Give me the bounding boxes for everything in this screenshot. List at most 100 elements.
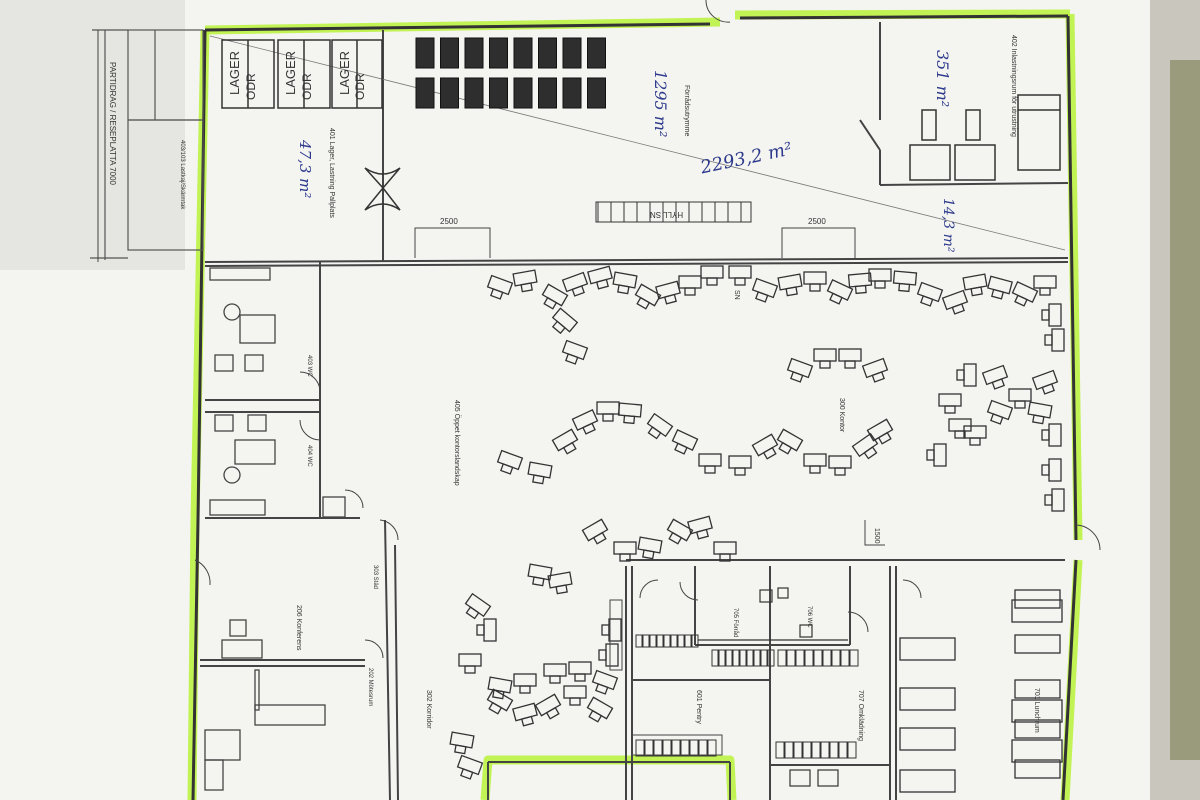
workstation — [986, 399, 1014, 425]
dim-right: 2500 — [808, 217, 826, 226]
chair — [956, 369, 965, 381]
workstation — [547, 571, 573, 595]
chair — [543, 296, 558, 310]
workstation — [449, 731, 475, 755]
pallet — [415, 77, 435, 109]
workstation — [678, 275, 702, 296]
chair — [990, 413, 1004, 425]
workstation — [586, 696, 614, 723]
locker — [656, 634, 664, 648]
shelving-unit — [595, 201, 752, 223]
workstation — [513, 673, 537, 694]
workstation — [786, 357, 814, 383]
rack-sublabel-2: ODR — [300, 73, 314, 100]
chair — [520, 282, 533, 293]
chair — [809, 283, 821, 292]
machines — [909, 94, 1061, 181]
paper-sheet — [0, 0, 1170, 800]
chair — [532, 576, 545, 587]
chair — [476, 624, 485, 636]
chair — [674, 442, 688, 455]
chair — [520, 715, 534, 727]
pallet — [464, 37, 484, 69]
chair — [551, 320, 566, 335]
workstation — [698, 453, 722, 474]
workstation — [1041, 423, 1062, 447]
workstation — [543, 663, 567, 684]
locker — [711, 649, 719, 667]
workstation — [634, 283, 662, 310]
chair — [877, 431, 892, 445]
locker — [811, 741, 821, 759]
dim-1500-label: 1500 — [873, 528, 880, 544]
chair — [574, 673, 586, 682]
workstation — [496, 449, 524, 475]
chair — [602, 413, 614, 422]
locker — [689, 739, 699, 757]
workstation — [646, 412, 674, 440]
right-room-handwritten-area: 351 m² — [933, 50, 952, 108]
locker — [840, 649, 850, 667]
chair — [969, 437, 981, 446]
locker — [760, 649, 768, 667]
chair — [920, 295, 934, 307]
chair — [595, 278, 609, 290]
chair — [926, 449, 935, 461]
pallet — [489, 37, 508, 69]
workstation — [776, 428, 804, 455]
desk-strip — [1170, 60, 1200, 760]
workstation — [1041, 303, 1062, 327]
storage-705-label: 705 Förråd — [732, 608, 738, 638]
workstation-label: SN — [733, 290, 740, 300]
locker — [802, 741, 812, 759]
locker — [671, 739, 681, 757]
shelf-ticks — [597, 202, 742, 222]
chair — [829, 292, 843, 305]
locker — [725, 649, 733, 667]
chair — [549, 675, 561, 684]
workstation — [777, 273, 803, 297]
pallet-grid — [415, 37, 606, 109]
chair — [898, 282, 911, 293]
workstation — [1011, 281, 1039, 307]
right-room-label: 402 Inlastningsrum för utrustning — [1010, 35, 1017, 137]
conference-label: 206 Konferens — [295, 605, 302, 651]
workstation — [813, 348, 837, 369]
chair — [954, 430, 966, 439]
pallet — [440, 37, 459, 69]
interior-walls — [200, 22, 1069, 800]
locker — [739, 649, 747, 667]
workstation — [591, 669, 619, 695]
meeting-c-label: 202 Mötesrum — [367, 668, 373, 707]
wc-706-label: 706 WC — [806, 606, 812, 628]
chair — [1041, 429, 1050, 441]
chair — [595, 683, 609, 695]
workstation — [868, 268, 892, 289]
chair — [663, 293, 677, 305]
dimension-boxes — [414, 227, 856, 258]
chair — [1044, 334, 1053, 346]
chair — [1041, 309, 1050, 321]
workstation — [486, 688, 514, 715]
chair — [532, 474, 545, 485]
chair — [1044, 494, 1053, 506]
pallet — [587, 37, 606, 69]
workstation — [987, 275, 1013, 300]
dim-left: 2500 — [440, 217, 458, 226]
chair — [684, 287, 696, 296]
door-swings — [194, 0, 1101, 659]
locker — [777, 649, 787, 667]
chair — [464, 665, 476, 674]
rack-label-2: LAGER — [283, 50, 298, 95]
locker — [753, 649, 761, 667]
chair — [785, 286, 798, 297]
workstation — [666, 518, 694, 545]
locker — [677, 634, 685, 648]
loading-dock — [90, 29, 204, 260]
locker — [662, 739, 672, 757]
workstation — [563, 685, 587, 706]
lunch-tables — [899, 589, 1063, 793]
workstation — [847, 272, 873, 295]
pallet — [587, 77, 606, 109]
